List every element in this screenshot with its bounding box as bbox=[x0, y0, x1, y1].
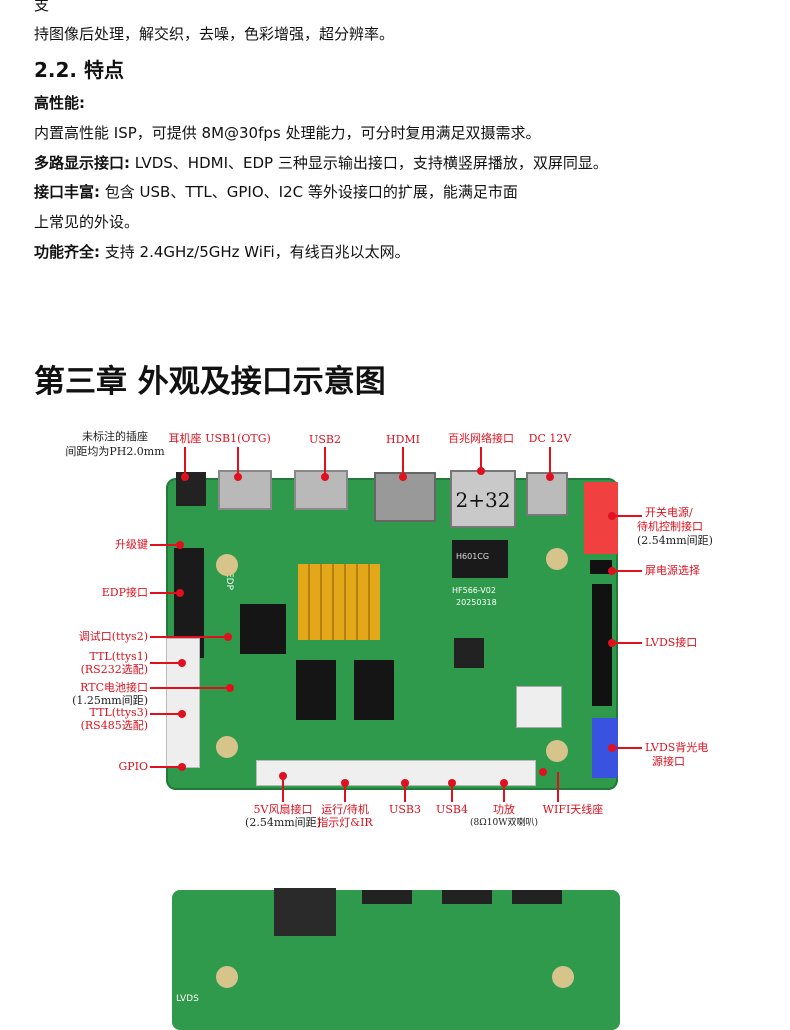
note: 未标注的插座 bbox=[82, 430, 148, 443]
label-hdmi: HDMI bbox=[385, 433, 421, 446]
feature-item: 功能齐全: 支持 2.4GHz/5GHz WiFi，有线百兆以太网。 bbox=[34, 241, 410, 262]
label-usb3: USB3 bbox=[389, 803, 421, 816]
lvds-header bbox=[592, 584, 612, 706]
label-fan-note: (2.54mm间距) bbox=[245, 816, 321, 829]
date-silk: 20250318 bbox=[456, 598, 497, 607]
memory-chip bbox=[296, 660, 336, 720]
feature-title: 高性能: bbox=[34, 94, 85, 112]
label-upgrade: 升级键 bbox=[115, 538, 148, 551]
feature-body: LVDS、HDMI、EDP 三种显示输出接口，支持横竖屏播放，双屏同显。 bbox=[130, 154, 608, 172]
label-ttl1-note: (RS232选配) bbox=[80, 663, 148, 676]
feature-body: 包含 USB、TTL、GPIO、I2C 等外设接口的扩展，能满足市面 bbox=[100, 183, 518, 201]
feature-item: 接口丰富: 包含 USB、TTL、GPIO、I2C 等外设接口的扩展，能满足市面 bbox=[34, 181, 518, 202]
label-edp: EDP接口 bbox=[101, 586, 148, 599]
mount-hole bbox=[216, 736, 238, 758]
feature-body: 上常见的外设。 bbox=[34, 213, 140, 231]
label-screen-power: 屏电源选择 bbox=[645, 564, 700, 577]
rj45-port: 2+32 bbox=[450, 470, 516, 528]
label-ttl3-note: (RS485选配) bbox=[80, 719, 148, 732]
label-backlight: LVDS背光电 bbox=[645, 741, 709, 754]
label-amp: 功放 bbox=[493, 803, 515, 816]
note: 间距均为PH2.0mm bbox=[65, 445, 165, 458]
label-amp-note: (8Ω10W双喇叭) bbox=[470, 818, 538, 828]
label-power: 待机控制接口 bbox=[637, 520, 703, 533]
label-led: 运行/待机 bbox=[321, 803, 369, 816]
label-usb1: USB1(OTG) bbox=[205, 432, 271, 445]
board-photo: 2+32 EDP H601CG HF566-V02 20250318 bbox=[166, 470, 618, 790]
label-led: 指示灯&IR bbox=[317, 816, 373, 829]
label-rtc: RTC电池接口 bbox=[80, 681, 148, 694]
mount-hole bbox=[546, 740, 568, 762]
label-lvds: LVDS接口 bbox=[645, 636, 698, 649]
label-power: 开关电源/ bbox=[645, 506, 693, 519]
feature-title: 多路显示接口: bbox=[34, 154, 130, 172]
jumper bbox=[590, 560, 612, 574]
feature-body: 内置高性能 ISP，可提供 8M@30fps 处理能力，可分时复用满足双摄需求。 bbox=[34, 124, 541, 142]
chip bbox=[454, 638, 484, 668]
label-rtc-note: (1.25mm间距) bbox=[72, 694, 148, 707]
chapter-heading: 第三章 外观及接口示意图 bbox=[34, 364, 386, 400]
label-ttl3: TTL(ttys3) bbox=[89, 706, 148, 719]
wifi-module bbox=[516, 686, 562, 728]
label-wifi: WIFI天线座 bbox=[542, 803, 604, 816]
label-backlight: 源接口 bbox=[652, 755, 685, 768]
label-dc: DC 12V bbox=[528, 432, 572, 445]
side-connectors bbox=[166, 638, 200, 768]
text-line: 持图像后处理，解交织，去噪，色彩增强，超分辨率。 bbox=[34, 25, 395, 43]
feature-title: 功能齐全: bbox=[34, 243, 100, 261]
label-ethernet: 百兆网络接口 bbox=[448, 432, 514, 445]
usb2-port bbox=[294, 470, 348, 510]
label-debug: 调试口(ttys2) bbox=[78, 630, 148, 643]
heatsink bbox=[298, 564, 380, 640]
board-back-photo: LVDS bbox=[172, 888, 620, 1030]
label-usb2: USB2 bbox=[309, 433, 341, 446]
bottom-connectors bbox=[256, 760, 536, 786]
memory-chip bbox=[240, 604, 286, 654]
lvds-silk: LVDS bbox=[176, 994, 199, 1004]
text-line: 支 bbox=[34, 0, 50, 14]
label-ttl1: TTL(ttys1) bbox=[89, 650, 148, 663]
feature-title: 接口丰富: bbox=[34, 183, 100, 201]
label-power-note: (2.54mm间距) bbox=[637, 534, 713, 547]
mount-hole bbox=[546, 548, 568, 570]
mount-hole bbox=[216, 554, 238, 576]
model-silk: HF566-V02 bbox=[452, 586, 496, 595]
label-headphone: 耳机座 bbox=[168, 432, 202, 445]
chip-mark: H601CG bbox=[452, 540, 508, 578]
label-usb4: USB4 bbox=[436, 803, 468, 816]
feature-item: 多路显示接口: LVDS、HDMI、EDP 三种显示输出接口，支持横竖屏播放，双… bbox=[34, 152, 608, 173]
label-gpio: GPIO bbox=[118, 760, 148, 773]
usb1-port bbox=[218, 470, 272, 510]
feature-body: 支持 2.4GHz/5GHz WiFi，有线百兆以太网。 bbox=[100, 243, 410, 261]
label-fan: 5V风扇接口 bbox=[253, 803, 313, 816]
memory-chip bbox=[354, 660, 394, 720]
section-heading: 2.2. 特点 bbox=[34, 58, 124, 82]
